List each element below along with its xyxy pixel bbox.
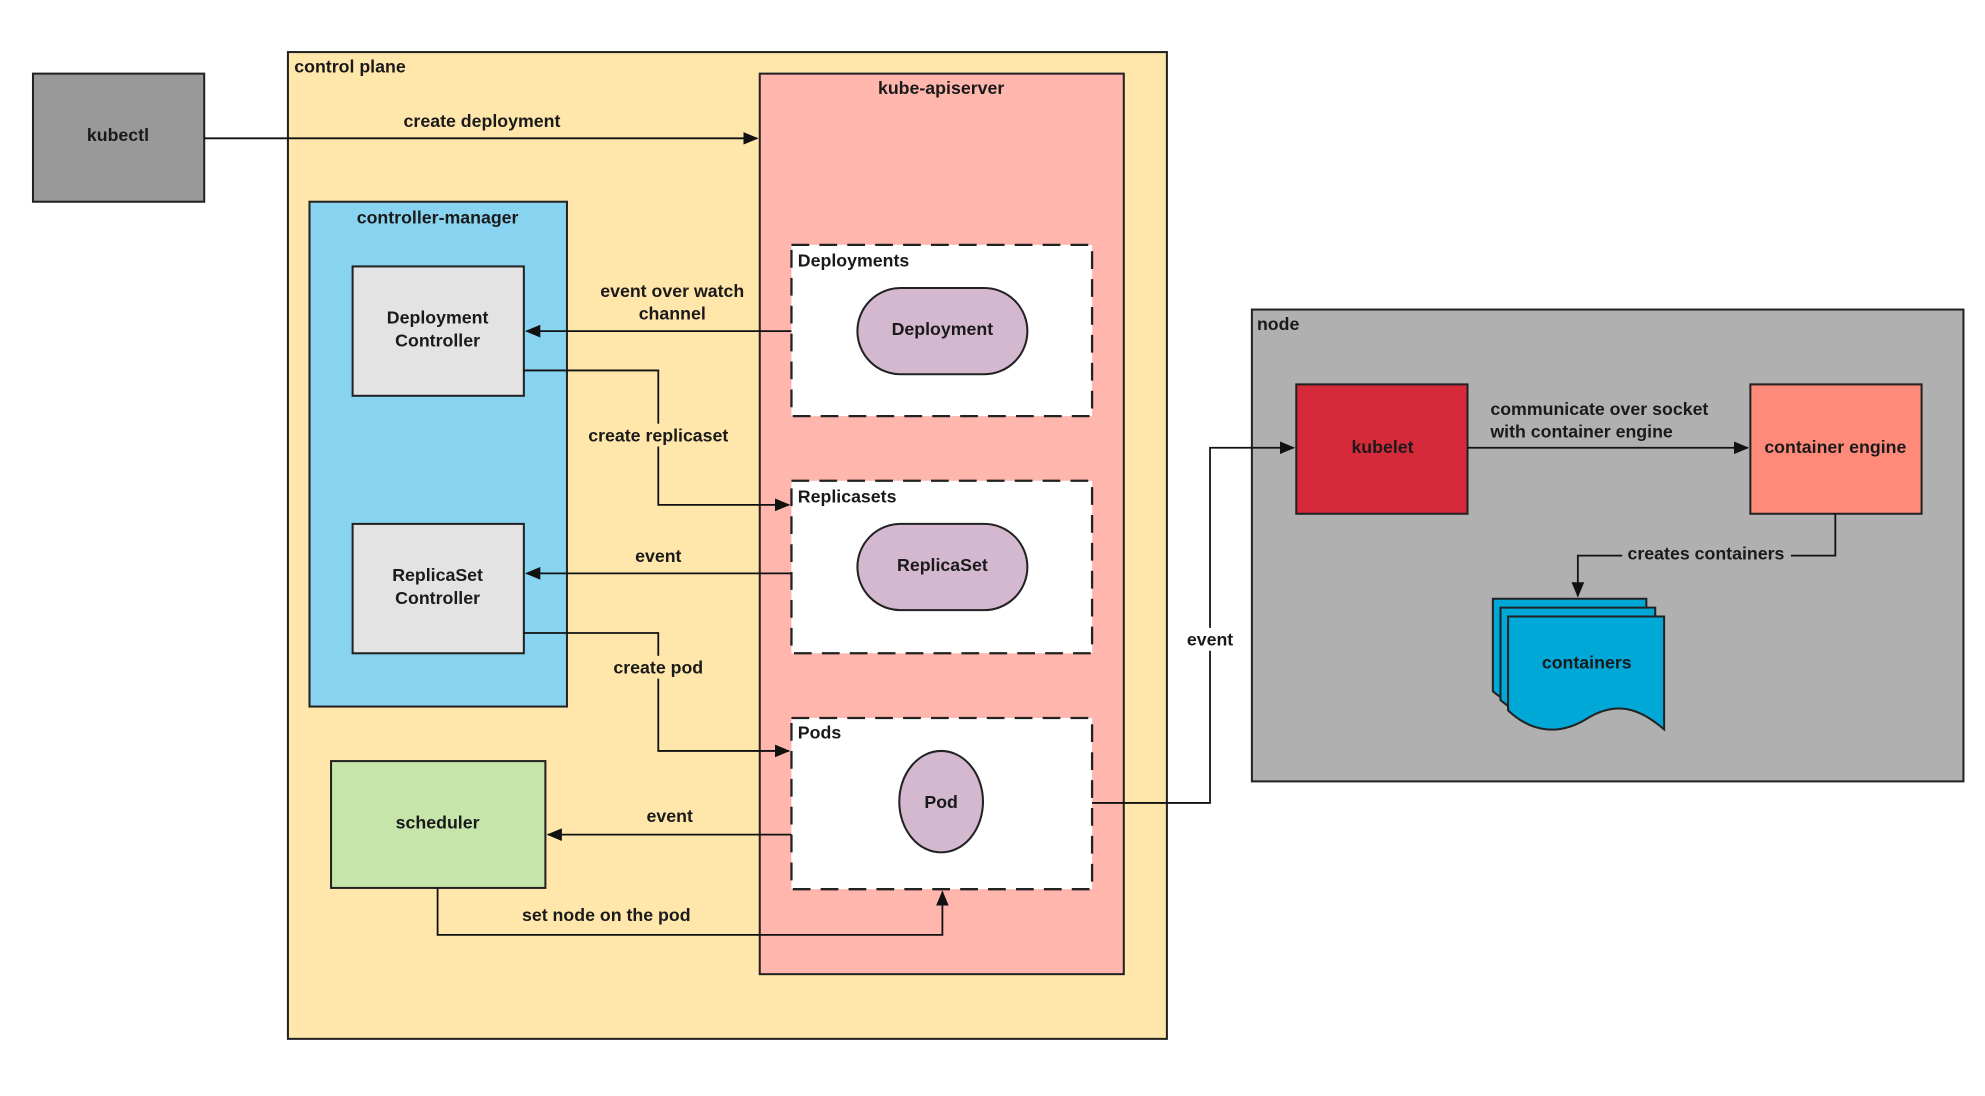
containers-label: containers [1542,652,1632,672]
edge-label-communicate-line1: communicate over socket [1490,399,1708,419]
replicaset-resource-label: ReplicaSet [897,555,988,575]
edge-creates-containers: creates containers [1571,513,1837,598]
scheduler-label: scheduler [396,812,480,832]
edge-label-create-replicaset: create replicaset [588,425,728,445]
pods-group: Pods Pod [790,716,1094,891]
edge-label-event-over-watch-line2: channel [639,304,706,324]
edge-label-create-pod: create pod [613,658,703,678]
container-engine-box: container engine [1749,383,1923,515]
edge-label-set-node: set node on the pod [522,905,691,925]
deployment-controller-label-line1: Deployment [387,307,489,327]
kubelet-box: kubelet [1295,383,1469,515]
edge-communicate-socket: communicate over socket with container e… [1467,399,1750,455]
edge-label-scheduler-event: event [647,806,693,826]
deployment-resource [856,286,1029,376]
edge-label-communicate-line2: with container engine [1489,422,1673,442]
edge-create-deployment: create deployment [204,111,759,145]
control-plane-label: control plane [294,56,406,76]
edge-label-create-deployment: create deployment [404,111,561,131]
controller-manager-label: controller-manager [357,207,519,227]
edge-scheduler-event: event [546,806,792,841]
container-engine-label: container engine [1764,437,1906,457]
edge-label-replicaset-event: event [635,546,681,566]
edge-label-event-over-watch-line1: event over watch [600,281,744,301]
edge-create-replicaset: create replicaset [523,369,791,512]
edge-pod-event-to-kubelet: event [1092,441,1296,804]
edge-label-pod-event: event [1187,630,1233,650]
edge-event-over-watch: event over watch channel [525,281,792,338]
scheduler-box: scheduler [330,760,547,889]
kubectl-box: kubectl [31,72,206,203]
pod-resource-label: Pod [924,792,958,812]
node-label: node [1257,314,1300,334]
edge-create-pod: create pod [523,632,791,758]
deployments-group-label: Deployments [798,250,910,270]
replicaset-controller-label-line2: Controller [395,588,480,608]
deployment-resource-label: Deployment [892,319,994,339]
edge-label-creates-containers: creates containers [1628,543,1785,563]
deployment-controller-box: Deployment Controller [351,265,525,397]
replicasets-group: Replicasets ReplicaSet [790,479,1094,655]
edge-set-node: set node on the pod [436,887,949,936]
replicaset-controller-box: ReplicaSet Controller [351,522,525,655]
deployment-controller-label-line2: Controller [395,330,480,350]
replicaset-controller-label-line1: ReplicaSet [392,565,483,585]
replicaset-resource [856,522,1029,612]
edge-replicaset-event: event [525,546,792,580]
replicasets-group-label: Replicasets [798,486,897,506]
kubelet-label: kubelet [1351,437,1413,457]
deployments-group: Deployments Deployment [790,243,1094,418]
kube-apiserver-label: kube-apiserver [878,78,1004,98]
kubectl-label: kubectl [87,125,149,145]
pods-group-label: Pods [798,722,842,742]
containers-stack: containers [1491,597,1666,732]
pod-resource [898,749,985,854]
